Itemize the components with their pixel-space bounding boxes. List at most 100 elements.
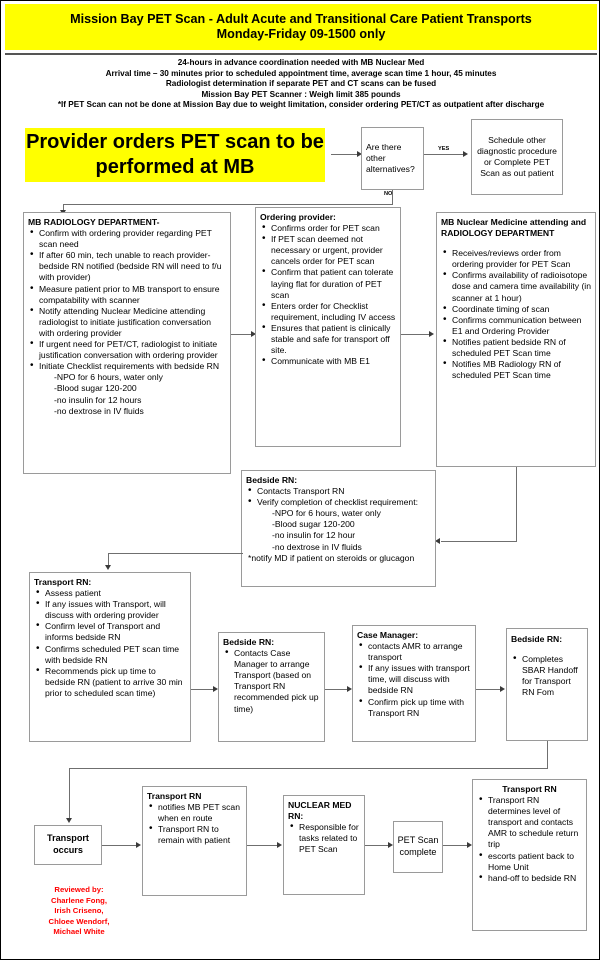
node-pet-scan-complete: PET Scan complete [393, 821, 443, 873]
list-item: If urgent need for PET/CT, radiologist t… [28, 338, 225, 361]
list-item: Completes SBAR Handoff for Transport RN … [511, 653, 583, 698]
list-item: Confirm level of Transport and informs b… [34, 620, 186, 643]
node-pet-scan-complete-label: PET Scan complete [397, 835, 439, 857]
node-mb-radiology-title: MB RADIOLOGY DEPARTMENT- [28, 217, 160, 227]
node-mb-nuclear-medicine-list: Receives/reviews order from ordering pro… [441, 247, 591, 381]
node-nuclear-med-rn: NUCLEAR MED RN: Responsible for tasks re… [283, 795, 365, 895]
decision-label: Are there other alternatives? [366, 141, 415, 175]
node-bedside-rn-checklist-list: Contacts Transport RN Verify completion … [246, 485, 431, 508]
edge-label-yes: YES [438, 146, 450, 152]
node-bedside-rn-contacts-case-manager-title: Bedside RN: [223, 637, 275, 647]
node-transport-rn-return-list: Transport RN determines level of transpo… [477, 794, 582, 884]
sub-item: -no dextrose in IV fluids [272, 541, 362, 552]
connector-radiology-to-ordering [231, 334, 253, 335]
arrowhead-complete-to-return [467, 842, 472, 848]
arrowhead-enroute-to-nucmedrn [277, 842, 282, 848]
start-node-label: Provider orders PET scan to be performed… [26, 131, 324, 178]
arrowhead-checklist-to-transport [104, 565, 111, 570]
node-ordering-provider-title: Ordering provider: [260, 212, 336, 222]
list-item: Confirm that patient can tolerate laying… [260, 266, 396, 300]
list-item: Confirms order for PET scan [260, 222, 396, 234]
connector-transport-to-enroute [102, 845, 138, 846]
decision-other-alternatives: Are there other alternatives? [361, 127, 424, 190]
start-node-provider-orders: Provider orders PET scan to be performed… [25, 128, 325, 182]
arrowhead-start-to-decision [357, 151, 362, 157]
list-item: Transport RN to remain with patient [147, 823, 242, 846]
arrowhead-nucmedrn-to-complete [388, 842, 393, 848]
connector-complete-to-return [443, 845, 469, 846]
list-item: Confirm with ordering provider regarding… [28, 227, 225, 250]
node-bedside-rn-contacts-case-manager-list: Contacts Case Manager to arrange Transpo… [223, 647, 320, 715]
list-item: If after 60 min, tech unable to reach pr… [28, 249, 225, 283]
node-nuclear-med-rn-list: Responsible for tasks related to PET Sca… [288, 821, 360, 855]
connector-ordering-to-nuclear [401, 334, 431, 335]
arrowhead-ordering-to-nuclear [429, 331, 434, 337]
list-item: Confirms communication between E1 and Or… [441, 314, 591, 337]
sub-item: -NPO for 6 hours, water only [54, 372, 163, 383]
list-item: Receives/reviews order from ordering pro… [441, 247, 591, 270]
list-item: Initiate Checklist requirements with bed… [28, 360, 225, 372]
node-transport-rn-return-title: Transport RN [502, 784, 557, 794]
connector-nuclear-to-bedside-v [516, 467, 517, 541]
node-transport-rn-enroute-title: Transport RN [147, 791, 202, 801]
connector-nucmedrn-to-complete [365, 845, 390, 846]
connector-decision-no-v1 [392, 190, 393, 205]
sub-item: -no insulin for 12 hours [54, 394, 142, 405]
node-transport-occurs-label: Transport occurs [47, 833, 89, 855]
node-mb-radiology-department: MB RADIOLOGY DEPARTMENT- Confirm with or… [23, 212, 231, 474]
list-item: Transport RN determines level of transpo… [477, 794, 582, 850]
list-item: hand-off to bedside RN [477, 872, 582, 884]
reviewed-by-block: Reviewed by: Charlene Fong, Irish Crisen… [24, 885, 134, 938]
connector-checklist-to-transport-v [108, 553, 109, 567]
page-title-banner: Mission Bay PET Scan - Adult Acute and T… [5, 4, 597, 50]
intro-notes: 24-hours in advance coordination needed … [5, 53, 597, 109]
node-nuclear-med-rn-title: NUCLEAR MED RN: [288, 800, 352, 822]
list-item: Coordinate timing of scan [441, 303, 591, 315]
node-bedside-rn-checklist: Bedside RN: Contacts Transport RN Verify… [241, 470, 436, 587]
node-transport-rn-enroute: Transport RN notifies MB PET scan when e… [142, 786, 247, 896]
list-item: contacts AMR to arrange transport [357, 640, 471, 663]
connector-sbar-to-transport-v2 [69, 768, 70, 820]
connector-sbar-to-transport-h [69, 768, 548, 769]
intro-line-3: Radiologist determination if separate PE… [165, 79, 437, 89]
list-item: Responsible for tasks related to PET Sca… [288, 821, 360, 855]
title-line-1: Mission Bay PET Scan - Adult Acute and T… [70, 12, 532, 26]
node-ordering-provider: Ordering provider: Confirms order for PE… [255, 207, 401, 447]
connector-decision-yes [424, 154, 465, 155]
connector-enroute-to-nucmedrn [247, 845, 279, 846]
connector-checklist-to-transport-h [108, 553, 243, 554]
sub-item: -Blood sugar 120-200 [272, 519, 355, 530]
node-bedside-rn-checklist-title: Bedside RN: [246, 475, 298, 485]
arrowhead-nuclear-to-bedside [435, 538, 440, 544]
node-transport-rn-enroute-list: notifies MB PET scan when en route Trans… [147, 801, 242, 846]
node-case-manager-list: contacts AMR to arrange transport If any… [357, 640, 471, 719]
node-schedule-other-procedure-label: Schedule other diagnostic procedure or C… [477, 134, 557, 179]
reviewer-name: Chloee Wendorf, [48, 916, 110, 926]
node-bedside-rn-sbar-title: Bedside RN: [511, 634, 563, 644]
arrowhead-transport-to-enroute [136, 842, 141, 848]
reviewer-name: Michael White [53, 927, 105, 937]
sub-item: -NPO for 6 hours, water only [272, 508, 381, 519]
node-transport-occurs: Transport occurs [34, 825, 102, 865]
node-bedside-rn-sbar: Bedside RN: Completes SBAR Handoff for T… [506, 628, 588, 741]
list-item: Ensures that patient is clinically stabl… [260, 322, 396, 356]
sub-item: -Blood sugar 120-200 [54, 383, 137, 394]
connector-bedsidernn-to-casemanager [325, 689, 349, 690]
node-bedside-rn-checklist-note: *notify MD if patient on steroids or glu… [248, 552, 415, 563]
title-line-2: Monday-Friday 09-1500 only [216, 27, 386, 41]
arrowhead-bedsidernn-to-casemanager [347, 686, 352, 692]
list-item: escorts patient back to Home Unit [477, 850, 582, 873]
arrowhead-sbar-to-transport [65, 818, 72, 823]
node-ordering-provider-list: Confirms order for PET scan If PET scan … [260, 222, 396, 367]
list-item: Notify attending Nuclear Medicine attend… [28, 305, 225, 339]
connector-sbar-to-transport-v1 [547, 741, 548, 769]
list-item: Notifies patient bedside RN of scheduled… [441, 336, 591, 359]
node-transport-rn-assess-list: Assess patient If any issues with Transp… [34, 587, 186, 699]
list-item: notifies MB PET scan when en route [147, 801, 242, 824]
arrowhead-radiology-to-ordering [251, 331, 256, 337]
node-schedule-other-procedure: Schedule other diagnostic procedure or C… [471, 119, 563, 195]
node-bedside-rn-sbar-list: Completes SBAR Handoff for Transport RN … [511, 653, 583, 698]
connector-nuclear-to-bedside-h [441, 541, 517, 542]
arrowhead-casemanager-to-sbar [500, 686, 505, 692]
list-item: Confirms availability of radioisotope do… [441, 269, 591, 303]
